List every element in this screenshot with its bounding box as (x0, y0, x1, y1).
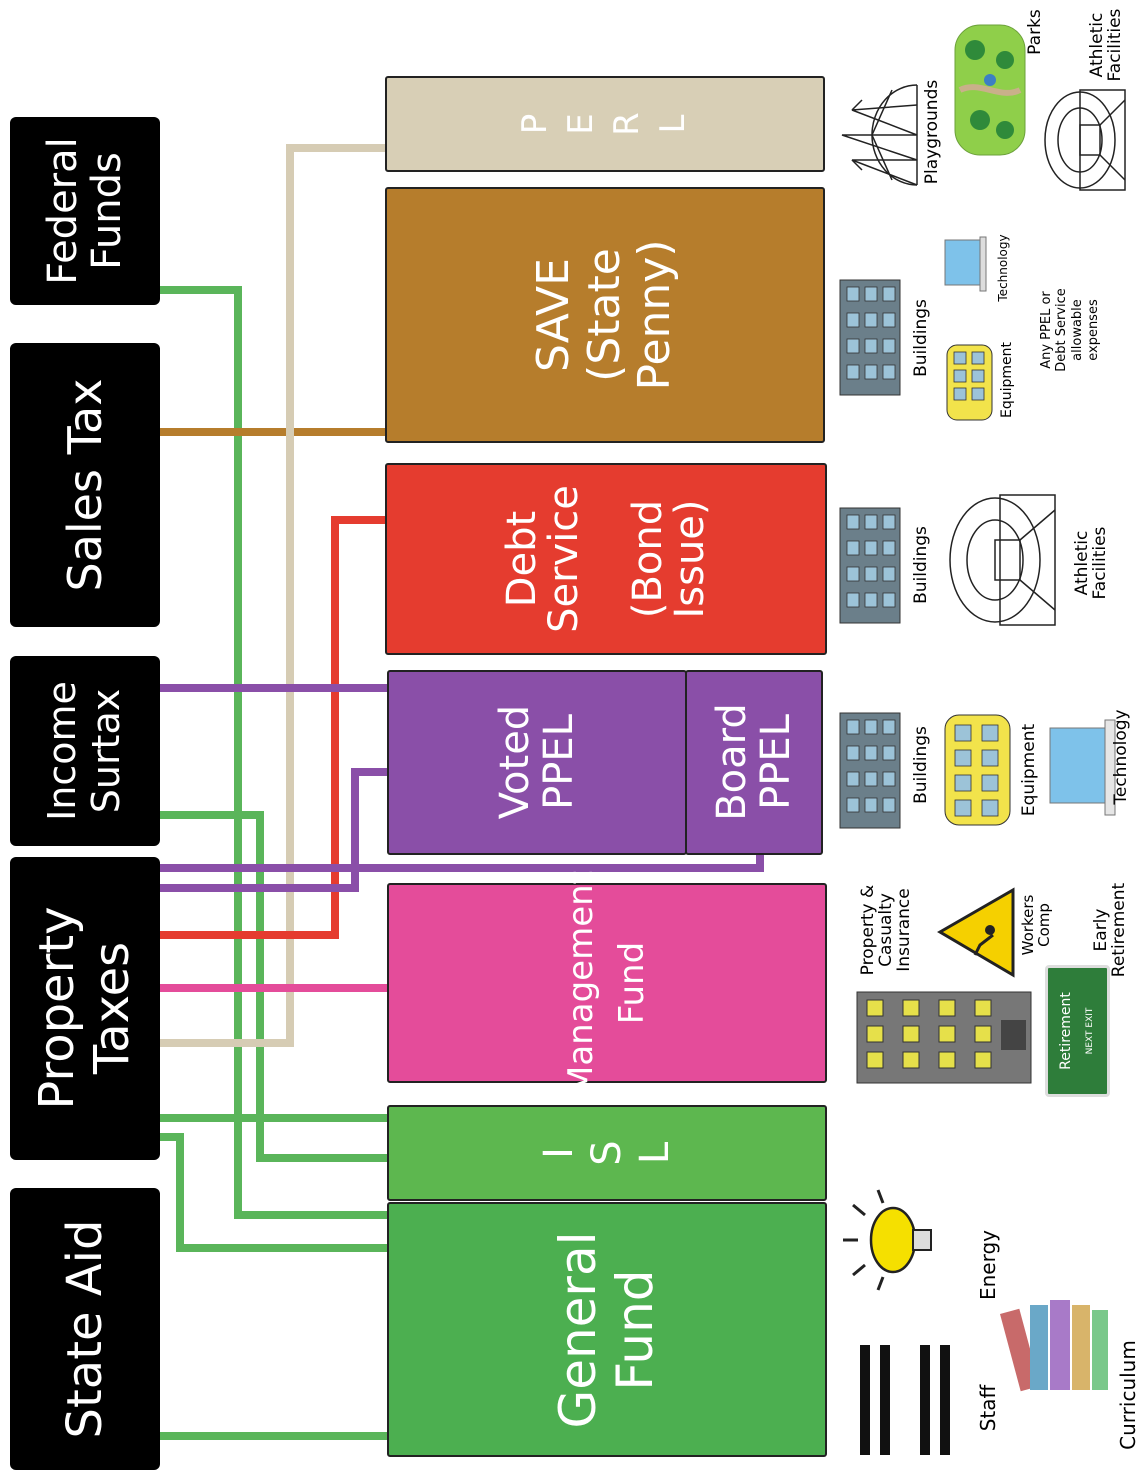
fund-voted-ppel-label: Voted PPEL (492, 704, 582, 820)
exit-sign-icon (1045, 965, 1110, 1097)
line-property-to-ppel (158, 768, 388, 892)
source-income-surtax-label: Income Surtax (40, 681, 128, 821)
label-workers-comp: Workers Comp (1019, 894, 1053, 956)
next-exit-text: NEXT EXIT (1085, 1007, 1095, 1055)
fund-general (387, 1202, 827, 1457)
label-property-casualty: Property & Casualty Insurance (858, 884, 914, 976)
fund-debt-service (385, 463, 827, 655)
label-energy: Energy (975, 1229, 1000, 1301)
line-property-to-board (158, 855, 764, 872)
people-icon (860, 1345, 950, 1455)
warning-sign-icon (937, 887, 1015, 978)
building-icon (839, 712, 901, 829)
source-sales-tax (10, 343, 160, 627)
fund-isl-label: I S L (536, 1140, 678, 1166)
label-ppel-technology: Technology (1111, 709, 1132, 805)
dome-icon (841, 84, 918, 186)
label-parks: Parks (1025, 9, 1046, 55)
fund-save-label: SAVE (State Penny) (528, 239, 681, 391)
line-property-to-perl (158, 144, 388, 1047)
source-property-taxes-label: Property Taxes (28, 906, 140, 1110)
source-federal-funds-label: Federal Funds (40, 137, 130, 285)
fund-management (387, 883, 827, 1083)
line-property-to-general (158, 1133, 388, 1252)
fund-board-ppel (685, 670, 823, 855)
source-income-surtax (10, 656, 160, 846)
source-federal-funds (10, 117, 160, 305)
line-property-to-debt (158, 516, 388, 939)
fund-debt-service-label: Debt Service (Bond Issue) (499, 485, 713, 633)
fund-general-label: General Fund (548, 1231, 665, 1429)
fund-perl-label: P E R L (515, 112, 693, 136)
label-curriculum: Curriculum (1115, 1340, 1139, 1450)
laptop-icon (944, 236, 987, 292)
laptop-icon (1049, 719, 1116, 816)
source-property-taxes (10, 857, 160, 1160)
line-federal-to-general (158, 286, 388, 1219)
books-icon (1000, 1300, 1108, 1392)
office-building-icon (856, 991, 1032, 1084)
source-state-aid (10, 1188, 160, 1470)
label-ppel-buildings: Buildings (911, 726, 932, 804)
label-perl-athletic: Athletic Facilities (1087, 8, 1125, 82)
park-icon (954, 24, 1026, 156)
source-state-aid-label: State Aid (57, 1219, 113, 1439)
bus-icon (946, 344, 993, 421)
fund-voted-ppel (387, 670, 687, 855)
stadium-icon (1044, 89, 1126, 191)
fund-management-label: Management Fund (561, 871, 652, 1095)
building-icon (839, 279, 901, 396)
label-save-equipment: Equipment (998, 342, 1015, 418)
label-playgrounds: Playgrounds (922, 79, 943, 185)
source-sales-tax-label: Sales Tax (58, 378, 112, 592)
fund-board-ppel-label: Board PPEL (709, 703, 799, 821)
fund-isl (387, 1105, 827, 1201)
label-debt-athletic: Athletic Facilities (1072, 526, 1110, 600)
bus-icon (944, 714, 1011, 826)
retirement-sign-text: Retirement (1058, 992, 1074, 1070)
label-early-retirement: Early Retirement (1091, 882, 1129, 978)
label-save-buildings: Buildings (911, 299, 932, 377)
label-save-technology: Technology (995, 234, 1010, 302)
building-icon (839, 507, 901, 624)
fund-save (385, 187, 825, 443)
label-save-any: Any PPEL or Debt Service allowable expen… (1038, 288, 1101, 372)
lightbulb-icon (843, 1189, 932, 1291)
label-ppel-equipment: Equipment (1019, 723, 1040, 817)
label-staff: Staff (975, 1384, 1000, 1432)
fund-perl (385, 76, 825, 172)
label-debt-buildings: Buildings (911, 526, 932, 604)
stadium-icon (949, 494, 1056, 626)
